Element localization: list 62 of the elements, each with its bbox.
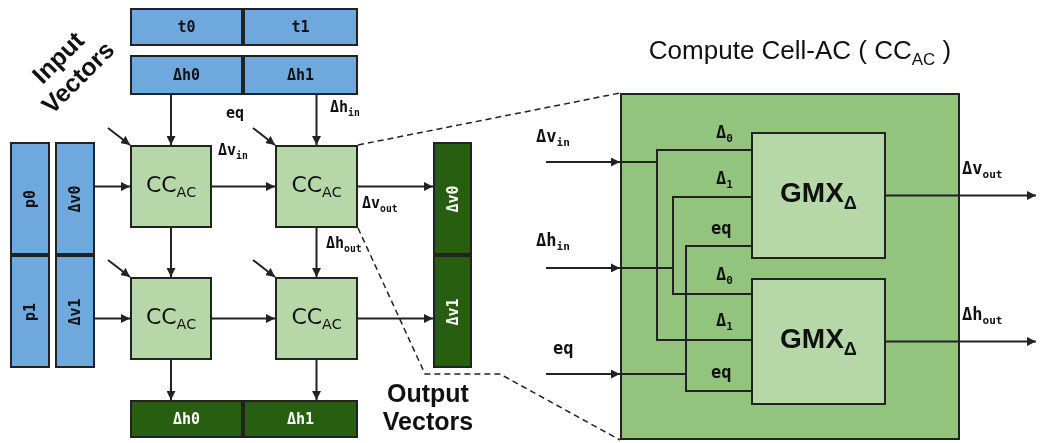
arrow (107, 259, 131, 278)
port-label: eq (711, 220, 732, 237)
arrow (545, 263, 621, 273)
port-label: eq (711, 364, 732, 381)
input-vector-cell: Δv0 (55, 142, 95, 255)
compute-cell-box: CC$_{AC}$ (275, 277, 358, 360)
input-vector-cell: Δh0 (130, 55, 243, 95)
arrow (357, 314, 434, 323)
arrow (211, 314, 276, 323)
signal-label: Δh$_{in}$ (330, 100, 360, 118)
signal-label: Δv$_{out}$ (362, 196, 398, 214)
input-vector-cell: p0 (10, 142, 50, 255)
arrow (312, 94, 321, 146)
arrow (252, 127, 276, 146)
arrow (885, 337, 1037, 346)
gmx-block: GMX$_{Δ}$ (751, 278, 886, 405)
gmx-block: GMX$_{Δ}$ (751, 132, 886, 259)
wire (619, 266, 752, 295)
compute-cell-box: CC$_{AC}$ (130, 277, 212, 360)
port-label: Δ$_{1}$ (716, 170, 733, 191)
port-label: Δ$_{0}$ (716, 266, 733, 287)
compute-cell-box: CC$_{AC}$ (275, 145, 358, 228)
input-vector-cell: p1 (10, 255, 50, 368)
arrow (312, 227, 321, 278)
wire (619, 373, 752, 393)
arrow (357, 182, 434, 191)
output-vector-cell: Δh0 (130, 400, 243, 438)
port-label: Δ$_{1}$ (716, 312, 733, 333)
wire (619, 161, 752, 341)
signal-label: Δh$_{in}$ (536, 232, 570, 253)
arrow (94, 314, 131, 323)
input-vector-cell: Δv1 (55, 255, 95, 368)
arrow (94, 182, 131, 191)
arrow (252, 259, 276, 278)
port-label: Δ$_{0}$ (716, 124, 733, 145)
input-vector-cell: Δh1 (243, 55, 358, 95)
arrow (545, 369, 621, 379)
signal-label: Δv$_{in}$ (536, 128, 570, 149)
input-vector-cell: t0 (130, 8, 243, 46)
zoom-guide-line (357, 227, 621, 441)
signal-label: Δh$_{out}$ (326, 236, 362, 254)
signal-label: eq (226, 106, 245, 121)
zoom-guide-line (357, 92, 621, 146)
section-heading: Output Vectors (381, 380, 475, 435)
signal-label: Δh$_{out}$ (962, 306, 1003, 327)
arrow (166, 227, 176, 278)
signal-label: Δv$_{out}$ (962, 160, 1003, 181)
signal-label: eq (553, 340, 574, 357)
output-vector-cell: Δv0 (433, 142, 472, 255)
arrow (545, 157, 621, 167)
signal-label: Δv$_{in}$ (218, 143, 248, 161)
arrow (885, 191, 1037, 200)
compute-cell-box: CC$_{AC}$ (130, 145, 212, 228)
output-vector-cell: Δh1 (243, 400, 358, 438)
arrow (166, 359, 176, 401)
input-vector-cell: t1 (243, 8, 358, 46)
arrow (211, 182, 276, 191)
panel-title: Compute Cell-AC ( CC$_{AC}$ ) (647, 35, 953, 71)
arrow (107, 127, 131, 146)
output-vector-cell: Δv1 (433, 255, 472, 368)
arrow (312, 359, 321, 401)
arrow (166, 94, 176, 146)
